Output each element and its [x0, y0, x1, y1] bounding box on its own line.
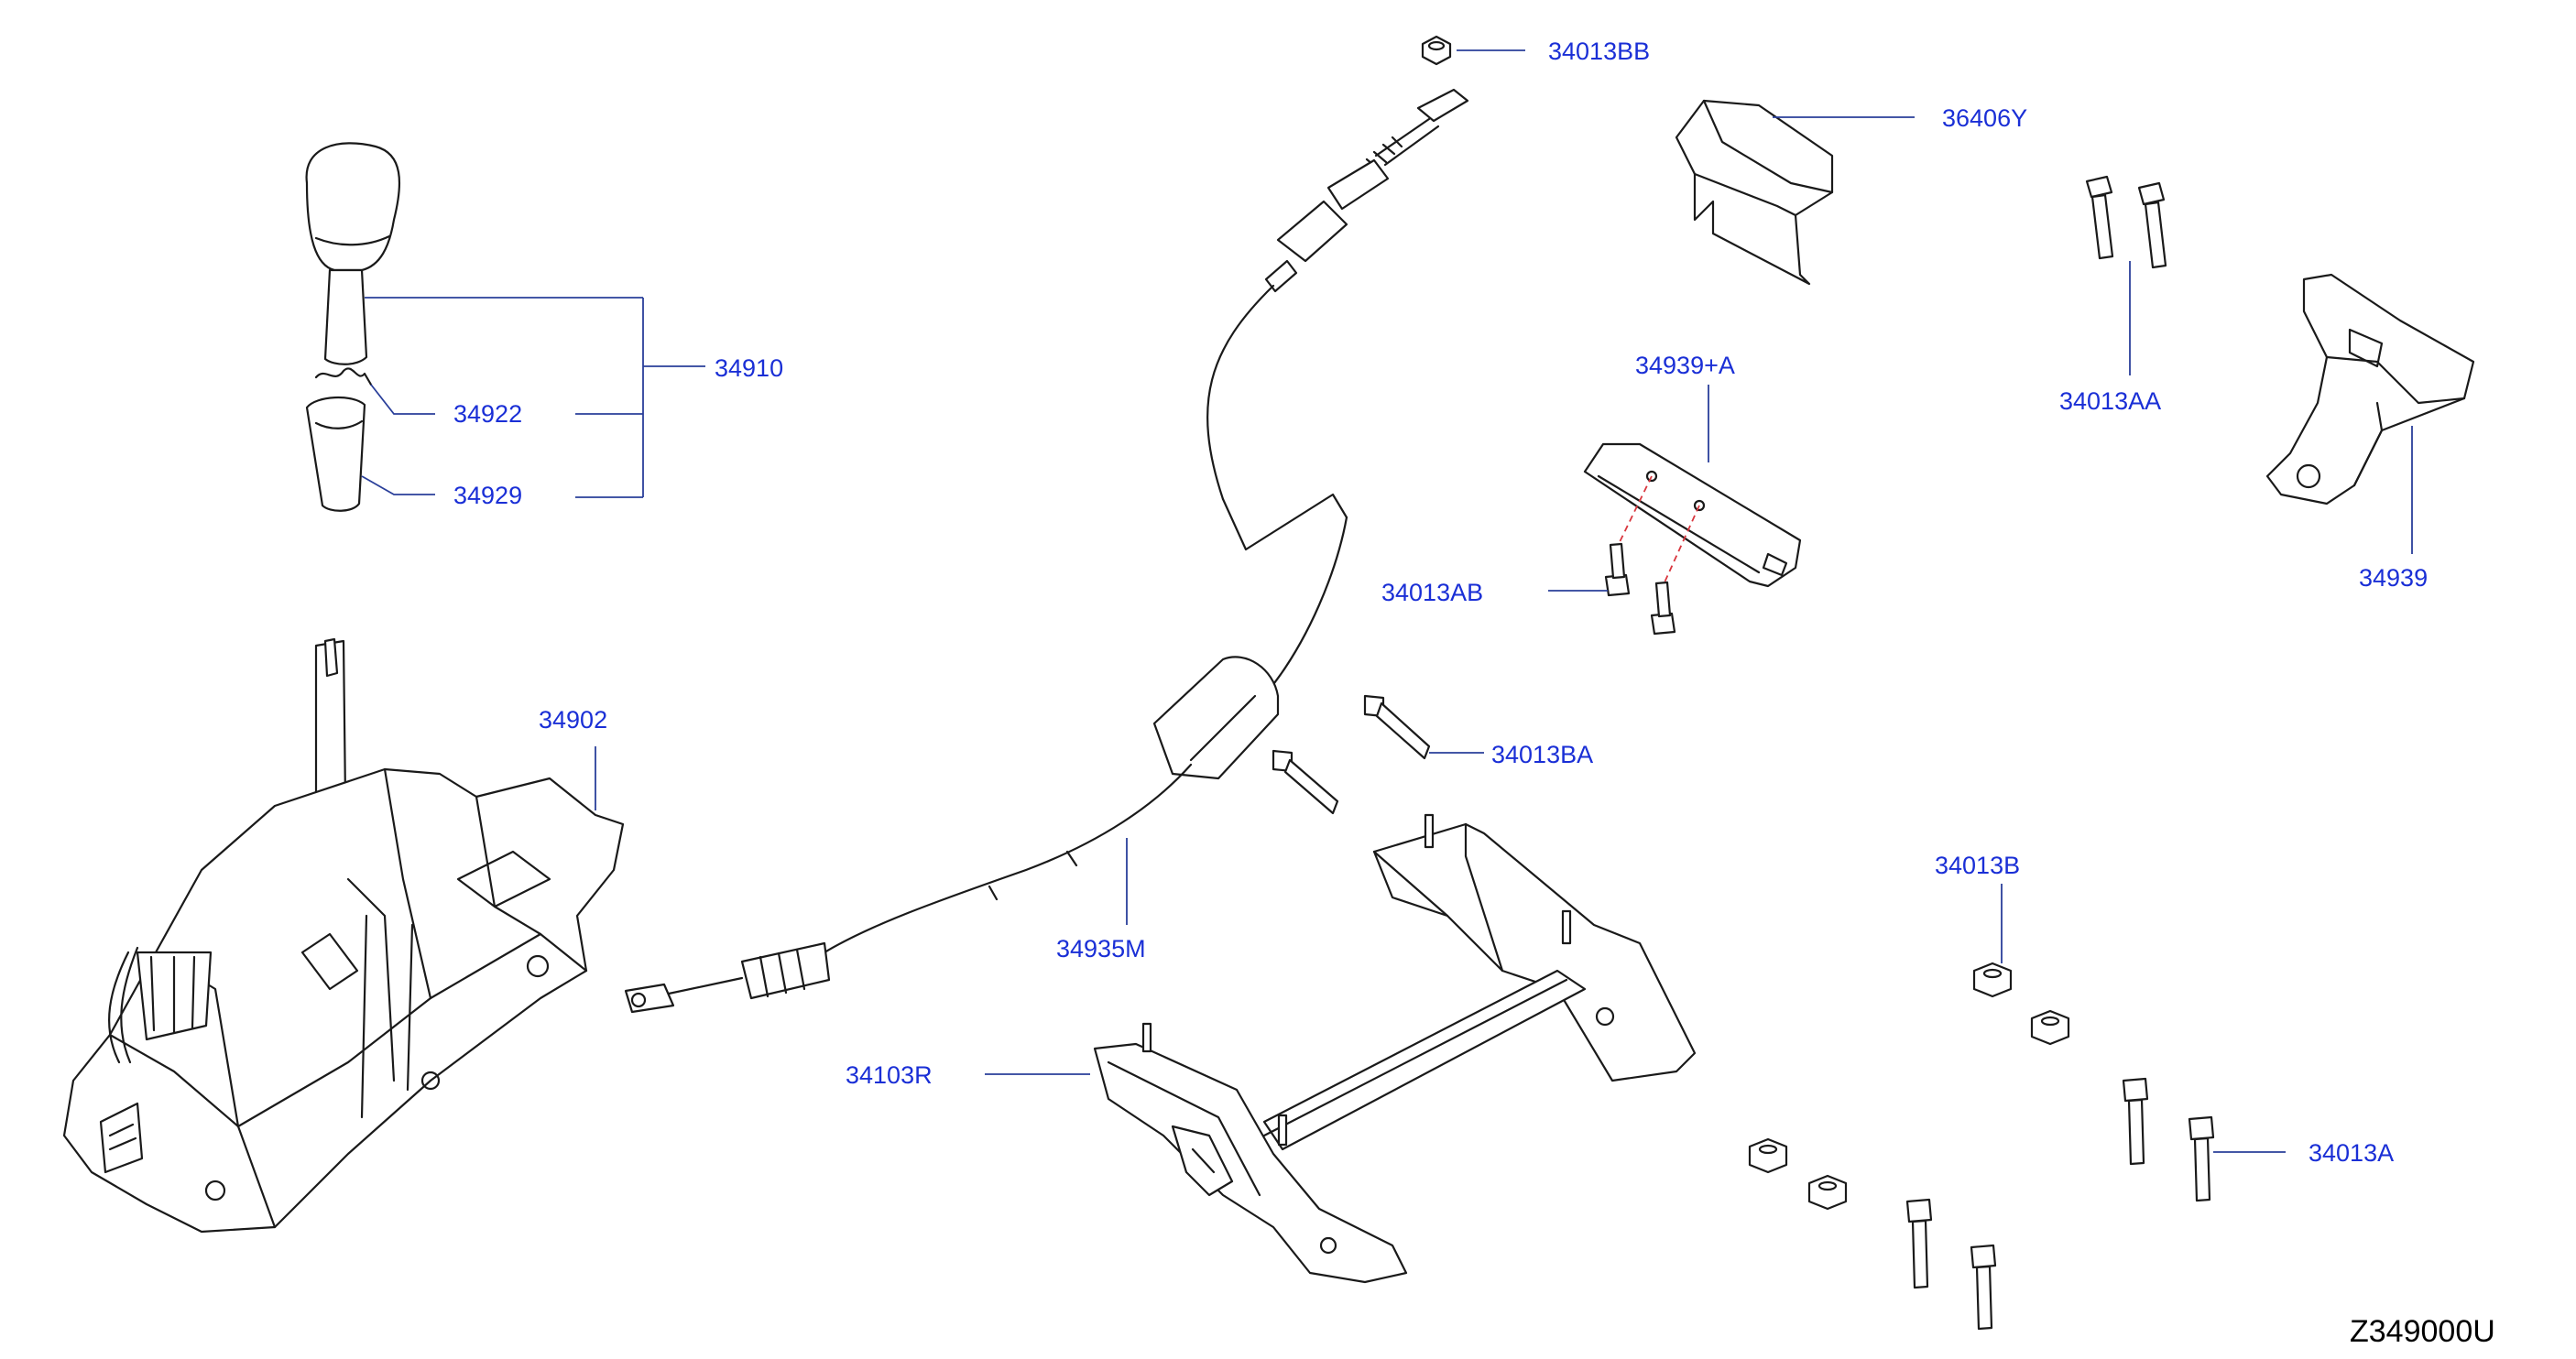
shift-knob-top [305, 142, 401, 365]
bolt-34013a-3 [1905, 1198, 1933, 1289]
knob-lower-cover [305, 396, 366, 512]
callout-34929: 34929 [453, 482, 522, 509]
bolt-34013aa-left [2085, 175, 2114, 260]
diagram-code: Z349000U [2350, 1314, 2495, 1349]
bracket-34939 [2265, 273, 2475, 506]
callout-34013ba: 34013BA [1491, 741, 1593, 768]
callout-36406y: 36406Y [1942, 104, 2027, 132]
bracket-34939a [1583, 442, 1802, 588]
callout-34922: 34922 [453, 400, 522, 428]
callout-34939: 34939 [2359, 564, 2428, 592]
control-cable [624, 88, 1469, 1014]
callout-34013ab: 34013AB [1381, 579, 1483, 606]
nut-34013b-3 [1748, 1137, 1788, 1174]
alignment-line-left [1618, 475, 1653, 545]
callout-34939a: 34939+A [1635, 352, 1735, 379]
bolt-34013aa-right [2137, 181, 2167, 269]
bolt-34013ba-upper [1363, 694, 1431, 760]
bolt-34013a-2 [2188, 1115, 2215, 1202]
bolt-34013ba-lower [1272, 749, 1339, 815]
alignment-line-right [1664, 505, 1700, 583]
bolt-34013a-4 [1970, 1244, 1997, 1331]
bolt-34013ab-right [1650, 581, 1676, 636]
knob-clip [314, 367, 373, 386]
callout-34013b: 34013B [1935, 852, 2020, 879]
callout-34103r: 34103R [846, 1061, 933, 1089]
callout-34013a: 34013A [2309, 1139, 2394, 1167]
callout-34935m: 34935M [1056, 935, 1146, 962]
callout-34013bb: 34013BB [1548, 38, 1650, 65]
nut-34013b-2 [2030, 1009, 2070, 1046]
nut-34013bb [1421, 35, 1452, 66]
leader-lines [361, 49, 2413, 1153]
shift-lever-device [62, 637, 625, 1234]
callout-34013aa: 34013AA [2059, 387, 2161, 415]
mounting-bracket-34103r [1093, 813, 1697, 1284]
nut-34013b-1 [1972, 962, 2013, 998]
callout-34910: 34910 [715, 354, 783, 382]
bracket-36406y [1675, 99, 1834, 286]
nut-34013b-4 [1807, 1174, 1848, 1211]
callout-34902: 34902 [539, 706, 607, 734]
bolt-34013a-1 [2122, 1077, 2149, 1166]
bolt-34013ab-left [1604, 542, 1631, 597]
